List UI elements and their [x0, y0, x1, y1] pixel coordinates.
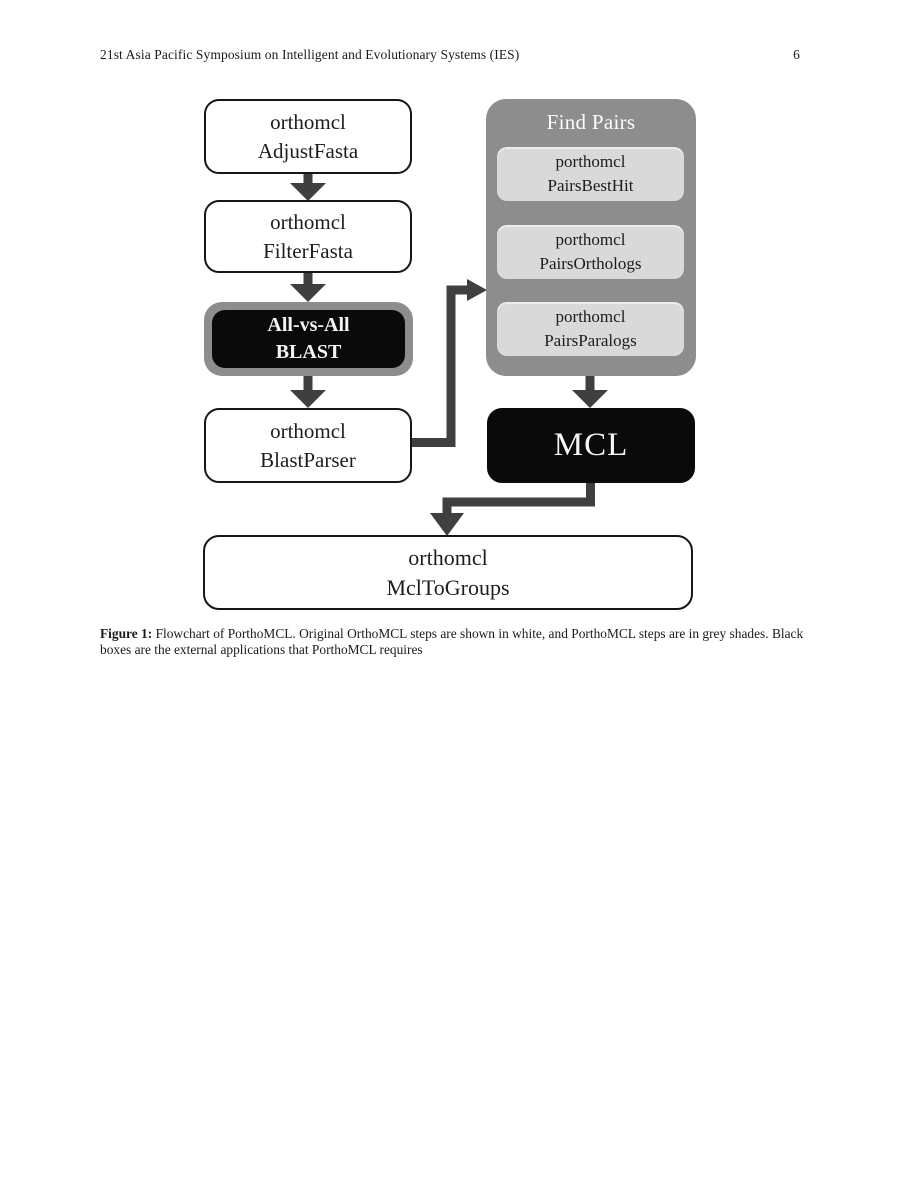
page-number: 6	[793, 47, 800, 62]
node-label-line: orthomcl	[270, 418, 346, 443]
node-label-line: AdjustFasta	[257, 138, 359, 163]
figure-caption-text: Flowchart of PorthoMCL. Original OrthoMC…	[100, 626, 804, 657]
node-label-line: orthomcl	[408, 544, 488, 570]
figure-caption: Figure 1: Flowchart of PorthoMCL. Origin…	[100, 626, 807, 658]
node-label-line: orthomcl	[270, 109, 346, 134]
node-label-line: porthomcl	[555, 307, 626, 326]
arrowhead-down-into-mcltogroups-icon	[430, 513, 464, 536]
node-orthomcl-blastparser: orthomcl BlastParser	[204, 408, 412, 483]
node-all-vs-all-blast: All-vs-All BLAST	[212, 310, 405, 368]
connector-mcl-to-mcltogroups	[442, 481, 595, 514]
node-porthomcl-pairsbesthit: porthomcl PairsBestHit	[497, 147, 684, 201]
node-label-line: BlastParser	[260, 447, 356, 472]
node-label-line: porthomcl	[555, 152, 626, 171]
node-label-line: porthomcl	[555, 230, 626, 249]
figure-caption-label: Figure 1:	[100, 626, 153, 641]
running-head: 21st Asia Pacific Symposium on Intellige…	[100, 47, 520, 62]
node-label-line: BLAST	[275, 341, 342, 363]
arrow-down-blast-to-blastparser-icon	[290, 371, 326, 408]
group-find-pairs-title: Find Pairs	[546, 110, 636, 134]
node-orthomcl-adjustfasta: orthomcl AdjustFasta	[204, 99, 412, 174]
group-find-pairs: Find Pairs porthomcl PairsBestHit portho…	[486, 99, 696, 376]
node-label-line: MCL	[553, 427, 629, 463]
connector-blastparser-to-findpairs	[412, 285, 468, 447]
arrow-down-filterfasta-to-blast-icon	[290, 270, 326, 302]
node-label-line: PairsBestHit	[547, 176, 634, 195]
node-label-line: All-vs-All	[267, 314, 350, 336]
node-mcl: MCL	[487, 408, 695, 483]
node-label-line: MclToGroups	[386, 574, 510, 600]
node-porthomcl-pairsparalogs: porthomcl PairsParalogs	[497, 302, 684, 356]
node-orthomcl-mcltogroups: orthomcl MclToGroups	[203, 535, 693, 610]
arrow-down-findpairs-to-mcl-icon	[572, 372, 608, 408]
node-label-line: FilterFasta	[263, 238, 353, 263]
node-label-line: orthomcl	[270, 209, 346, 234]
node-label-line: PairsParalogs	[544, 331, 637, 350]
arrow-down-adjustfasta-to-filterfasta-icon	[290, 171, 326, 201]
node-orthomcl-filterfasta: orthomcl FilterFasta	[204, 200, 412, 273]
node-blast-outer-frame: All-vs-All BLAST	[204, 302, 413, 376]
arrowhead-right-into-findpairs-icon	[467, 279, 487, 301]
node-porthomcl-pairsorthologs: porthomcl PairsOrthologs	[497, 225, 684, 279]
page-header: 21st Asia Pacific Symposium on Intellige…	[100, 47, 800, 63]
node-label-line: PairsOrthologs	[539, 254, 642, 273]
